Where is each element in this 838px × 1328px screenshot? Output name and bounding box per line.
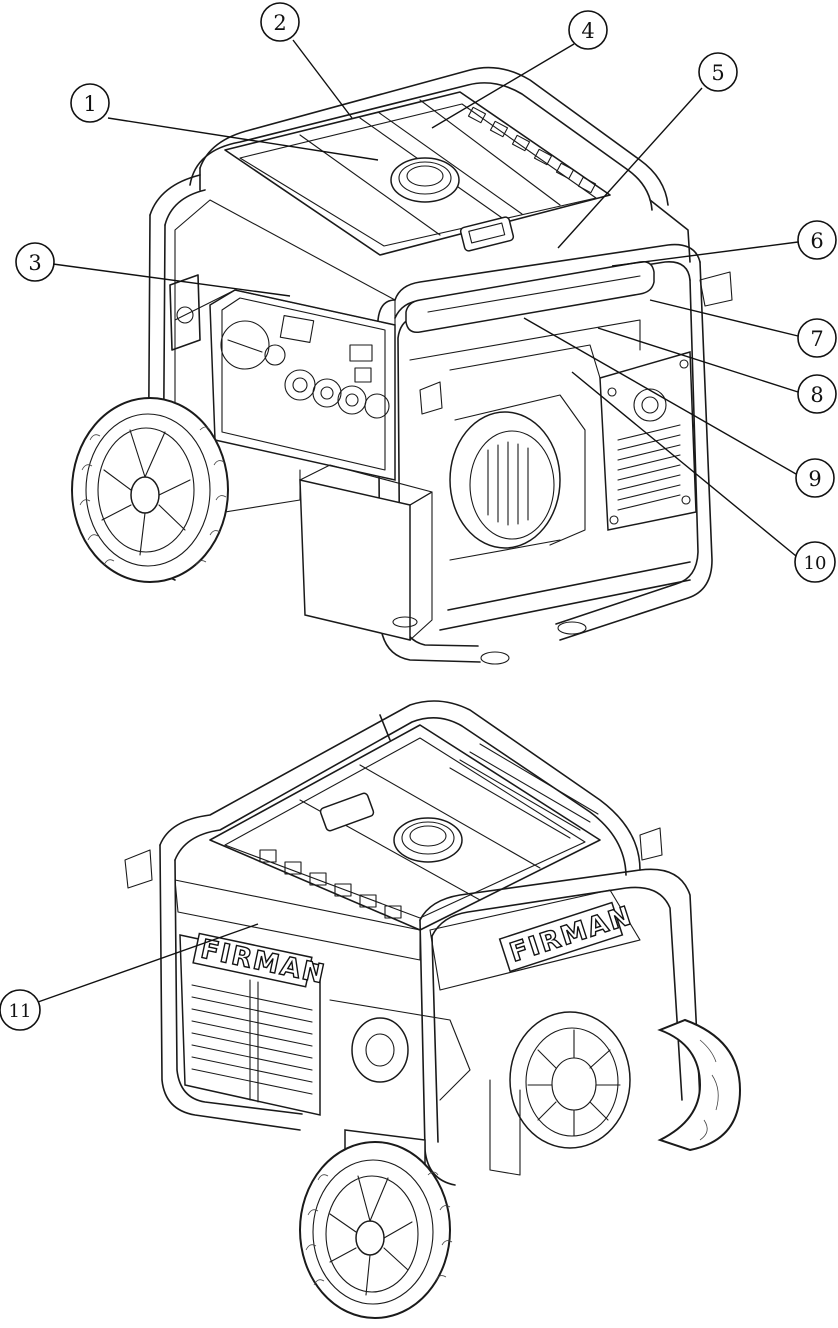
frame-bracket (699, 271, 733, 307)
callout-2: 2 (260, 2, 353, 119)
fuel-cap-rear (393, 817, 463, 863)
rear-vent-slots (259, 849, 402, 919)
svg-text:10: 10 (804, 553, 827, 574)
svg-text:4: 4 (581, 19, 594, 43)
callout-6: 6 (611, 220, 837, 267)
callout-3: 3 (15, 242, 291, 297)
alternator (449, 394, 586, 561)
recoil-starter (509, 1011, 631, 1149)
wheel-rear-front (299, 1141, 453, 1319)
frame-bracket (419, 381, 443, 415)
muffler-cover (599, 351, 697, 531)
callouts: 1 2 3 4 5 6 7 (0, 2, 837, 1031)
generator-rear-view: FIRMAN FIRMAN (124, 700, 742, 1319)
fuel-gauge-rear (319, 792, 375, 832)
frame-bracket-rear (639, 827, 663, 861)
svg-text:1: 1 (83, 92, 96, 116)
battery-box (299, 464, 433, 641)
wheel-front (71, 397, 229, 583)
muffler-rear: FIRMAN (179, 932, 329, 1116)
control-panel (169, 274, 396, 481)
svg-text:9: 9 (808, 467, 821, 491)
vent-slots (467, 106, 597, 194)
frame-bracket-rear (124, 849, 153, 889)
callout-9: 9 (523, 317, 835, 498)
front-panel-rear (174, 879, 641, 991)
top-louvers (449, 743, 599, 839)
callout-8: 8 (597, 327, 837, 414)
callout-7: 7 (649, 299, 837, 358)
top-cover (224, 91, 611, 256)
svg-text:7: 7 (810, 327, 823, 351)
svg-text:11: 11 (9, 1001, 32, 1022)
carry-handle (405, 260, 655, 334)
wheel-rear-back (657, 1018, 742, 1152)
brand-logo-frame: FIRMAN (506, 901, 636, 969)
svg-text:3: 3 (28, 251, 41, 275)
svg-text:2: 2 (273, 11, 286, 35)
callout-10: 10 (571, 371, 836, 583)
callout-1: 1 (70, 83, 379, 161)
svg-text:5: 5 (711, 61, 724, 85)
svg-text:8: 8 (810, 383, 823, 407)
top-cover-rear (209, 724, 601, 931)
roll-cage-frame-rear (159, 700, 701, 1186)
fuel-cap (390, 157, 460, 203)
callout-11: 11 (0, 923, 259, 1031)
frame-brand-badge: FIRMAN (498, 900, 637, 973)
callout-4: 4 (431, 10, 608, 129)
fuel-gauge (459, 216, 515, 252)
engine-block (409, 319, 641, 361)
generator-front-view (71, 66, 733, 665)
svg-text:6: 6 (810, 229, 823, 253)
callout-5: 5 (557, 52, 738, 249)
engine-rear (329, 999, 521, 1176)
